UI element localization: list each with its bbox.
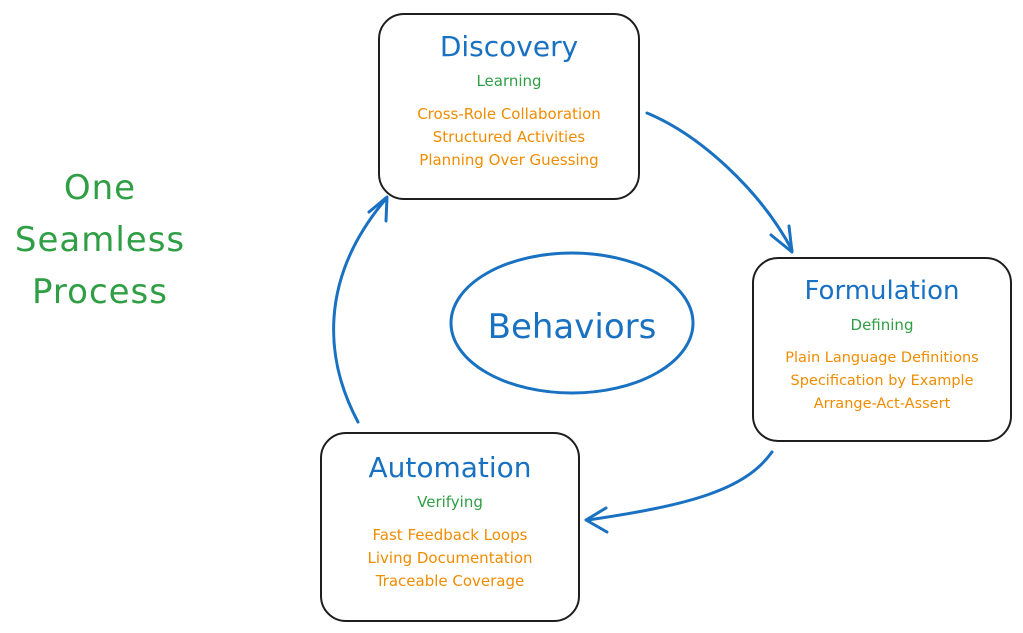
automation-card: Automation Verifying Fast Feedback Loops… <box>320 432 580 622</box>
arrowhead-formulation <box>769 224 794 254</box>
behaviors-ellipse <box>449 251 695 395</box>
discovery-card: Discovery Learning Cross-Role Collaborat… <box>378 13 640 200</box>
card-items: Cross-Role Collaboration Structured Acti… <box>380 103 638 172</box>
card-subtitle: Verifying <box>417 493 483 511</box>
card-item: Specification by Example <box>790 373 974 389</box>
arrow-discovery-to-formulation <box>645 111 794 252</box>
card-item: Cross-Role Collaboration <box>417 105 601 123</box>
card-items: Fast Feedback Loops Living Documentation… <box>322 524 578 593</box>
card-item: Planning Over Guessing <box>419 151 599 169</box>
side-title-line: Process <box>32 272 168 312</box>
card-subtitle: Defining <box>850 316 914 334</box>
card-item: Arrange-Act-Assert <box>813 396 951 412</box>
card-items: Plain Language Definitions Specification… <box>754 347 1010 416</box>
card-title: Discovery <box>439 30 579 63</box>
arrow-automation-to-discovery <box>332 198 387 424</box>
card-title: Formulation <box>804 276 960 306</box>
card-title: Automation <box>368 451 532 484</box>
side-title-line: One <box>63 168 137 208</box>
card-item: Fast Feedback Loops <box>372 526 528 544</box>
arrowhead-automation <box>584 506 609 534</box>
side-title: One Seamless Process <box>0 162 200 318</box>
card-item: Living Documentation <box>367 549 533 567</box>
card-item: Plain Language Definitions <box>785 350 979 366</box>
card-subtitle: Learning <box>476 72 542 90</box>
behaviors-label: Behaviors <box>487 307 657 347</box>
arrowhead-discovery <box>367 195 389 223</box>
card-item: Structured Activities <box>432 128 586 146</box>
arrow-formulation-to-automation <box>586 450 774 522</box>
side-title-line: Seamless <box>14 220 186 260</box>
card-item: Traceable Coverage <box>375 572 525 590</box>
formulation-card: Formulation Defining Plain Language Defi… <box>752 257 1012 442</box>
